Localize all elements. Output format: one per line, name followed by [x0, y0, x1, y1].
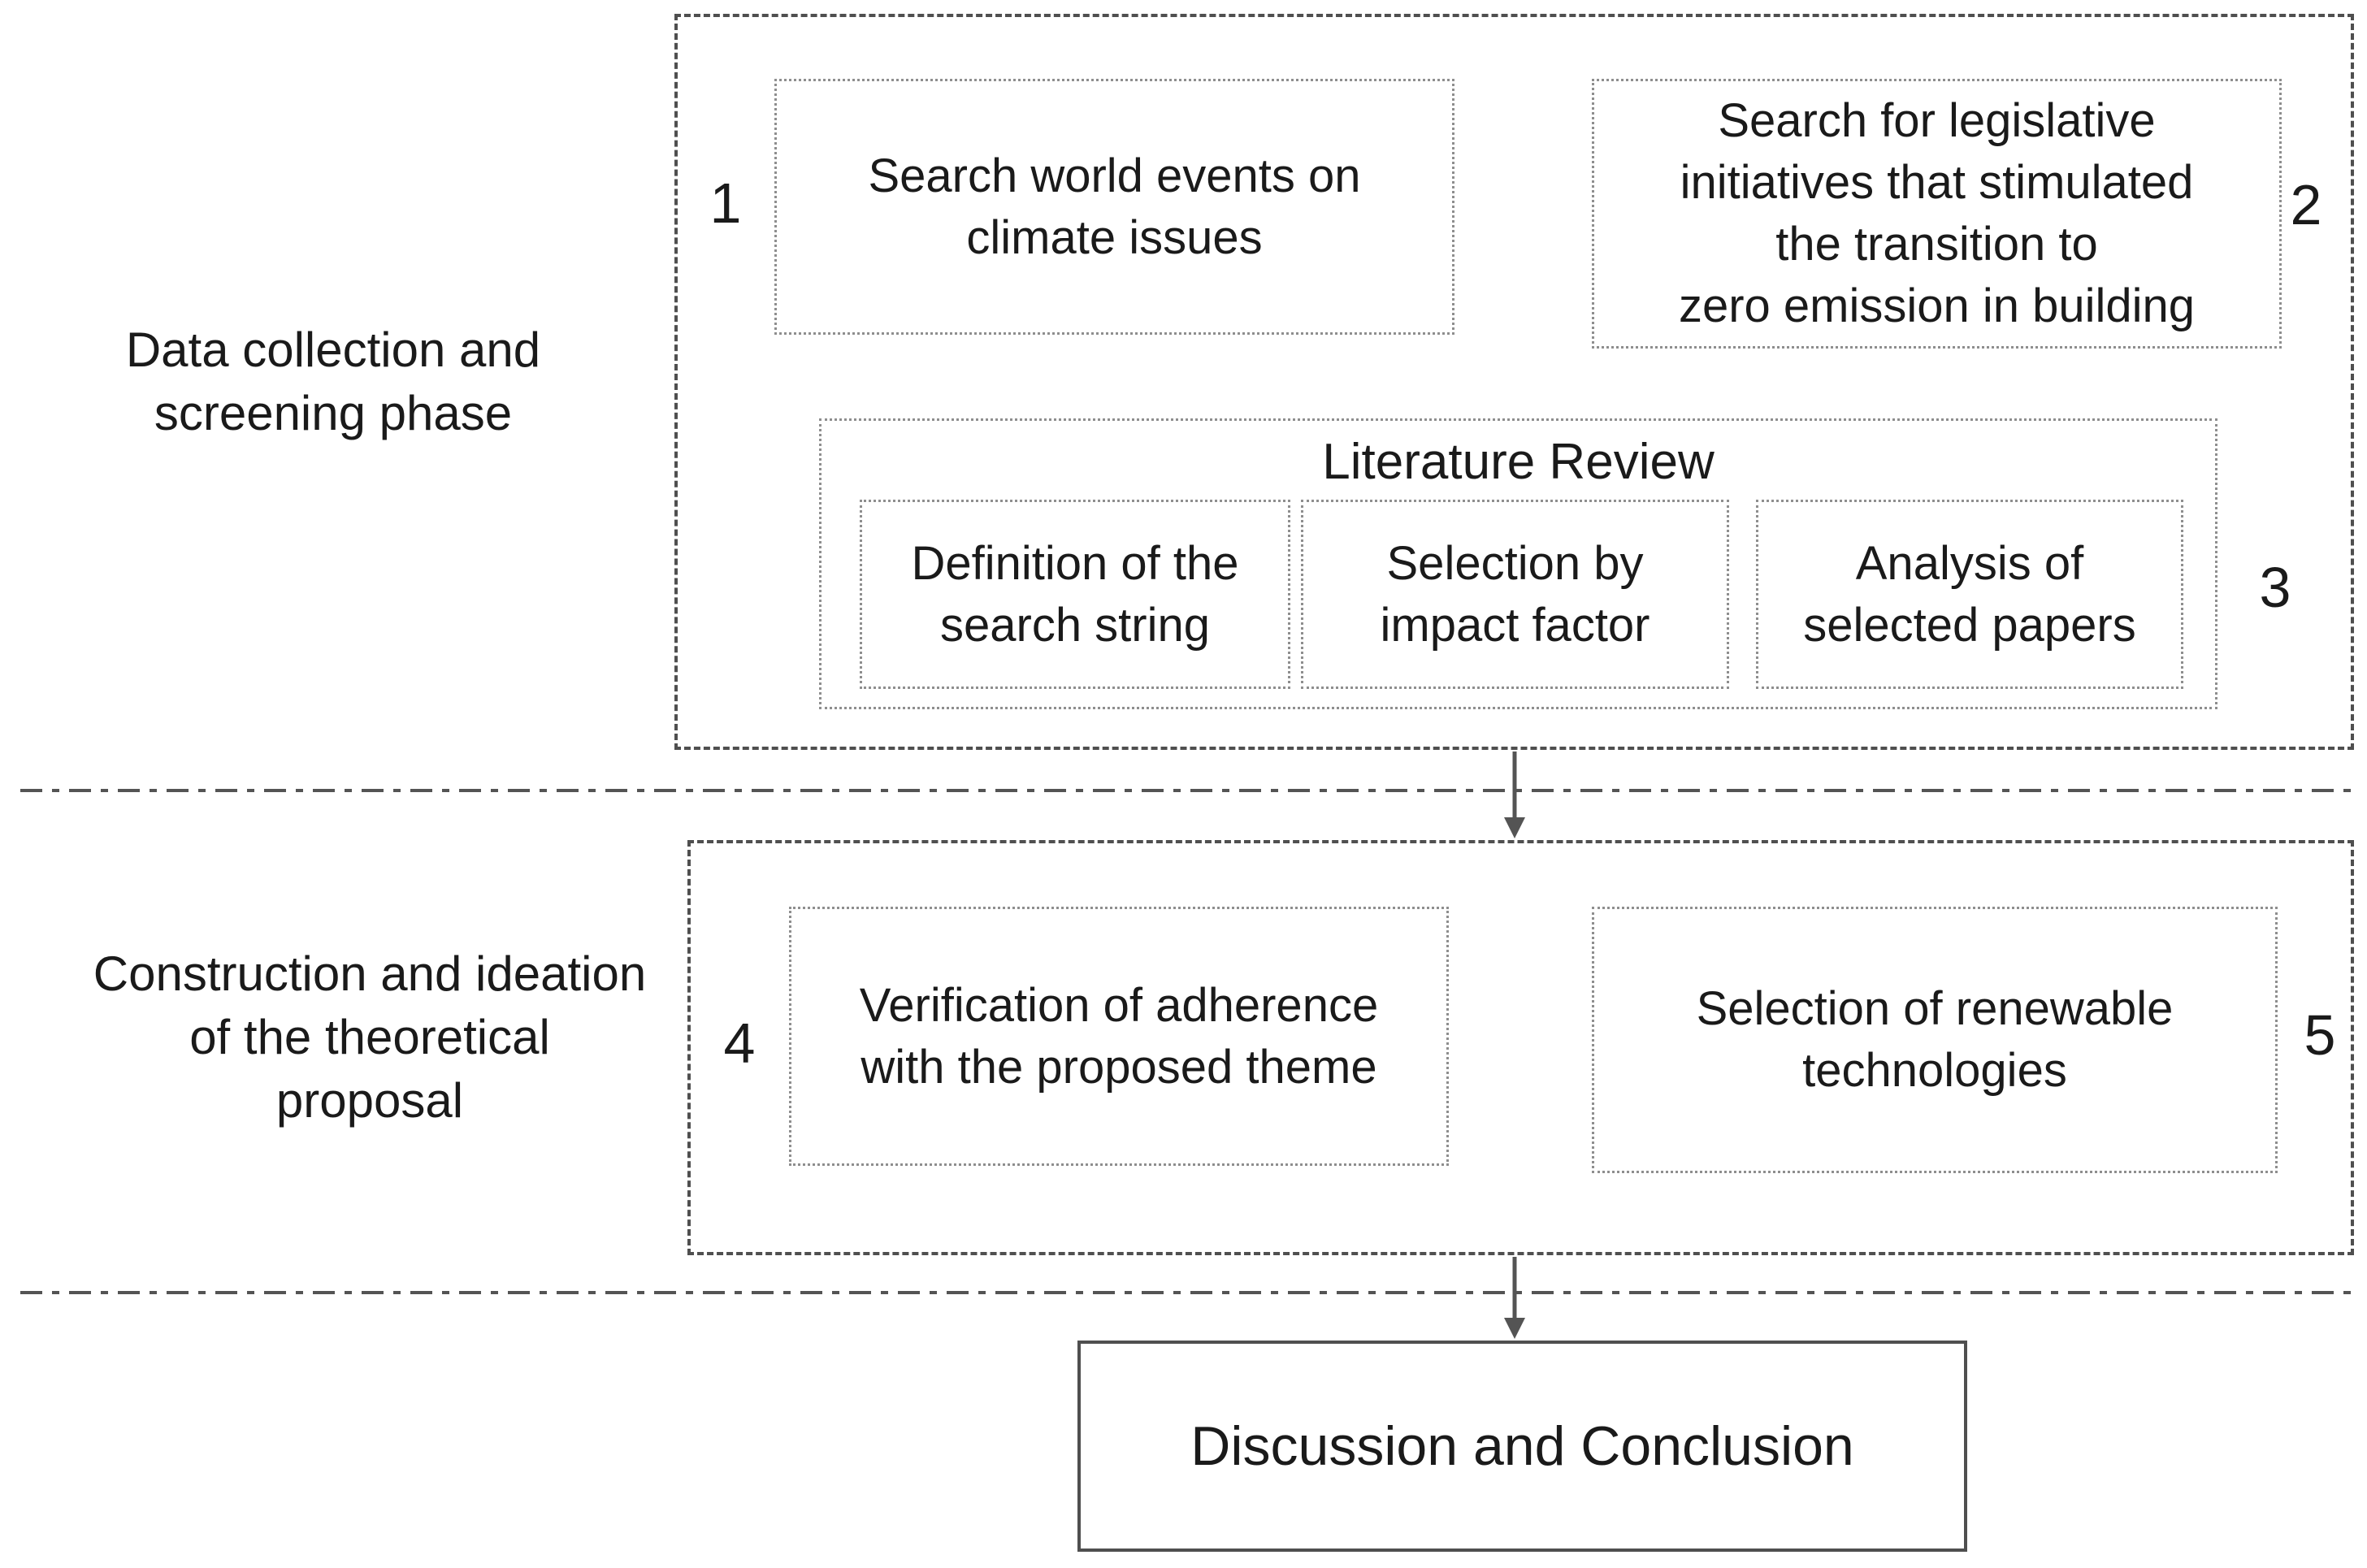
literature-sub-text: Selection by impact factor — [1380, 536, 1650, 652]
arrowhead-icon — [1504, 1318, 1525, 1339]
phase2-label: Construction and ideation of the theoret… — [93, 946, 647, 1128]
arrowhead-icon — [1504, 817, 1525, 838]
literature-sub-box-analysis: Analysis of selected papers — [1756, 500, 2183, 689]
literature-sub-box-search-string: Definition of the search string — [860, 500, 1290, 689]
step5-box-text: Selection of renewable technologies — [1696, 982, 2174, 1097]
down-arrow-2 — [1504, 1257, 1525, 1339]
step-number-2: 2 — [2290, 173, 2322, 236]
conclusion-box: Discussion and Conclusion — [1077, 1341, 1967, 1552]
literature-review-container: Literature Review Definition of the sear… — [819, 418, 2217, 709]
step1-box-text: Search world events on climate issues — [868, 149, 1361, 264]
phase1-container — [674, 14, 2354, 750]
step4-box-text: Verification of adherence with the propo… — [859, 978, 1379, 1094]
phase1-label: Data collection and screening phase — [125, 323, 541, 440]
literature-review-title: Literature Review — [1322, 434, 1715, 490]
step-number-1: 1 — [709, 171, 742, 235]
phase2-container — [687, 840, 2354, 1255]
step2-box: Search for legislative initiatives that … — [1592, 79, 2282, 349]
step4-box: Verification of adherence with the propo… — [789, 907, 1449, 1166]
step1-box: Search world events on climate issues — [774, 79, 1454, 335]
step-number-3: 3 — [2259, 556, 2291, 619]
step2-box-text: Search for legislative initiatives that … — [1678, 94, 2196, 332]
literature-sub-text: Analysis of selected papers — [1803, 536, 2136, 652]
step-number-5: 5 — [2304, 1003, 2336, 1067]
conclusion-box-text: Discussion and Conclusion — [1190, 1415, 1854, 1477]
literature-sub-box-impact-factor: Selection by impact factor — [1301, 500, 1729, 689]
step5-box: Selection of renewable technologies — [1592, 907, 2278, 1173]
literature-sub-text: Definition of the search string — [911, 536, 1239, 652]
step-number-4: 4 — [723, 1011, 756, 1075]
down-arrow-1 — [1504, 752, 1525, 838]
